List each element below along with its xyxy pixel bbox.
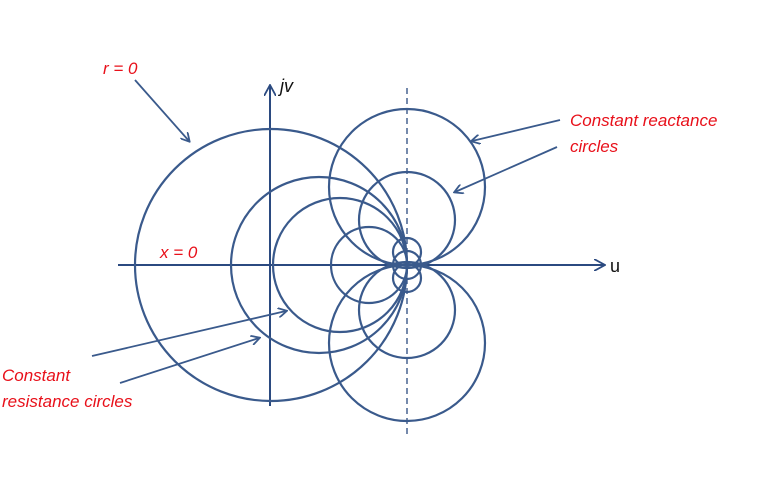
annotation-arrows xyxy=(91,79,561,384)
label-x-zero: x = 0 xyxy=(159,243,198,262)
reactance-circle-upper-medium xyxy=(357,170,457,270)
label-resistance-line2: resistance circles xyxy=(2,392,133,411)
label-resistance-line1: Constant xyxy=(2,366,71,385)
label-r-zero: r = 0 xyxy=(103,59,138,78)
label-reactance-line1: Constant reactance xyxy=(570,111,717,130)
label-axis-jv: jv xyxy=(277,76,294,96)
arrow-reactance-2 xyxy=(455,146,558,192)
arrow-r-zero xyxy=(134,79,189,141)
arrow-resistance-1 xyxy=(91,311,286,357)
arrow-reactance-1 xyxy=(472,119,561,141)
reactance-circle-lower-medium xyxy=(357,260,457,360)
axes xyxy=(118,86,604,438)
label-reactance-line2: circles xyxy=(570,137,619,156)
reactance-circle-lower-small xyxy=(391,262,423,294)
label-axis-u: u xyxy=(610,256,620,276)
arrow-resistance-2 xyxy=(119,338,259,384)
reactance-circles xyxy=(327,107,487,423)
